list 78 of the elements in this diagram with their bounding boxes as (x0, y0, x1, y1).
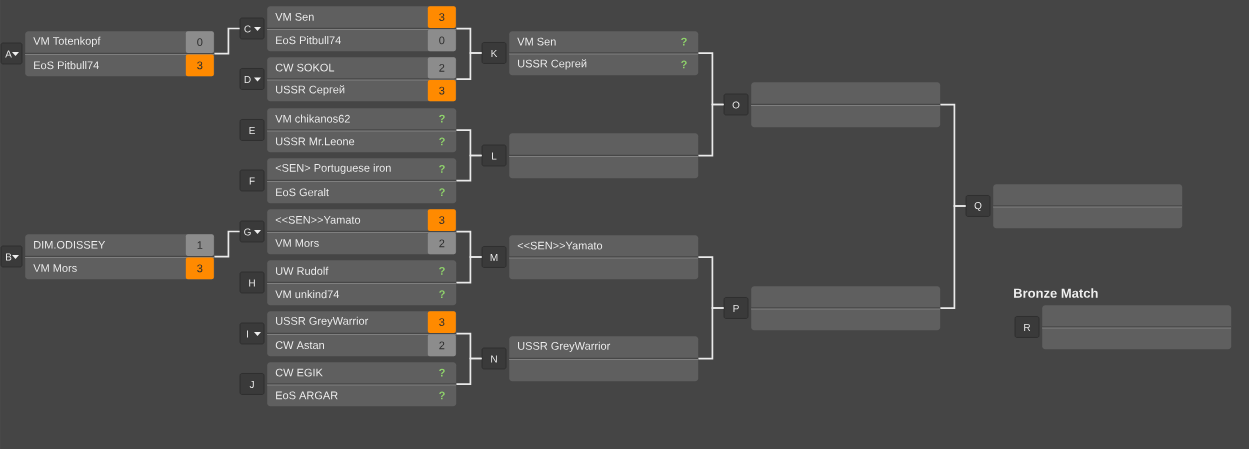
match-box (508, 133, 699, 179)
player-name: EoS Pitbull74 (34, 61, 99, 70)
match-tab: G (239, 220, 265, 243)
connector-line (697, 307, 725, 360)
player-name: CW Astan (275, 341, 324, 350)
player-name: VM Sen (275, 12, 314, 21)
pending-score: ? (681, 60, 687, 69)
connector-line (455, 154, 483, 182)
player-name: CW SOKOL (275, 63, 335, 72)
pending-score: ? (439, 267, 445, 275)
player-name: USSR Сергей (276, 85, 345, 96)
match-tab: O (723, 93, 749, 116)
score-cell: 3 (427, 6, 456, 28)
player-name: VM chikanos62 (275, 114, 350, 123)
player-name: UW Rudolf (276, 266, 329, 275)
connector-line (455, 357, 483, 386)
pending-score: ? (439, 391, 445, 400)
pending-score: ? (681, 37, 687, 46)
match-tab: C (239, 17, 265, 40)
match-tab: A (0, 42, 23, 65)
score-cell: 3 (185, 54, 214, 77)
match-tab: P (723, 297, 749, 319)
player-name: <SEN> Portuguese iron (275, 163, 391, 174)
match-tab: L (481, 144, 507, 167)
player-name: VM unkind74 (275, 290, 340, 299)
pending-score: ? (439, 290, 445, 298)
player-name: EoS Pitbull74 (276, 36, 341, 45)
player-name: <<SEN>>Yamato (517, 241, 603, 250)
score-cell: 2 (427, 334, 456, 357)
match-tab: Q (965, 195, 991, 217)
player-name: VM Mors (33, 264, 77, 272)
player-name: <<SEN>>Yamato (275, 215, 361, 224)
player-name: EoS ARGAR (276, 391, 338, 400)
player-name: VM Totenkopf (33, 36, 101, 47)
score-cell: 3 (427, 209, 456, 231)
match-tab: K (481, 42, 507, 64)
connector-line (455, 256, 483, 284)
match-box (750, 82, 941, 128)
match-tab: M (481, 246, 507, 268)
player-name: VM Mors (275, 239, 319, 247)
match-tab: J (239, 373, 265, 395)
connector-line (213, 27, 241, 55)
player-name: USSR Mr.Leone (276, 137, 355, 146)
connector-line (213, 230, 241, 258)
match-tab: E (239, 119, 265, 141)
score-cell: 3 (427, 311, 456, 333)
score-cell: 1 (185, 234, 214, 256)
match-box (1041, 305, 1232, 350)
pending-score: ? (439, 188, 445, 196)
match-tab: H (239, 271, 265, 294)
player-name: DIM.ODISSEY (34, 240, 106, 249)
match-box (992, 184, 1183, 229)
match-tab: R (1014, 316, 1040, 338)
pending-score: ? (439, 368, 445, 377)
score-cell: 3 (185, 257, 214, 280)
score-cell: 2 (427, 57, 456, 79)
match-tab: D (239, 68, 265, 90)
match-heading: Bronze Match (1014, 288, 1098, 298)
player-name: USSR Сергей (518, 59, 587, 70)
player-name: USSR GreyWarrior (518, 341, 611, 352)
match-tab: N (481, 347, 507, 370)
player-name: VM Sen (517, 37, 556, 46)
match-tab: F (239, 169, 265, 192)
player-name: EoS Geralt (276, 188, 329, 197)
score-cell: 0 (185, 31, 214, 53)
match-tab: B (0, 245, 23, 268)
score-cell: 0 (427, 29, 456, 52)
score-cell: 2 (427, 232, 456, 255)
connector-line (455, 52, 483, 81)
match-tab: I (239, 322, 265, 345)
player-name: USSR GreyWarrior (276, 316, 369, 327)
match-box (750, 286, 941, 331)
pending-score: ? (439, 114, 445, 123)
pending-score: ? (439, 137, 445, 146)
pending-score: ? (439, 165, 445, 173)
connector-line (697, 103, 725, 157)
connector-line (939, 205, 967, 310)
player-name: CW EGIK (275, 368, 323, 377)
